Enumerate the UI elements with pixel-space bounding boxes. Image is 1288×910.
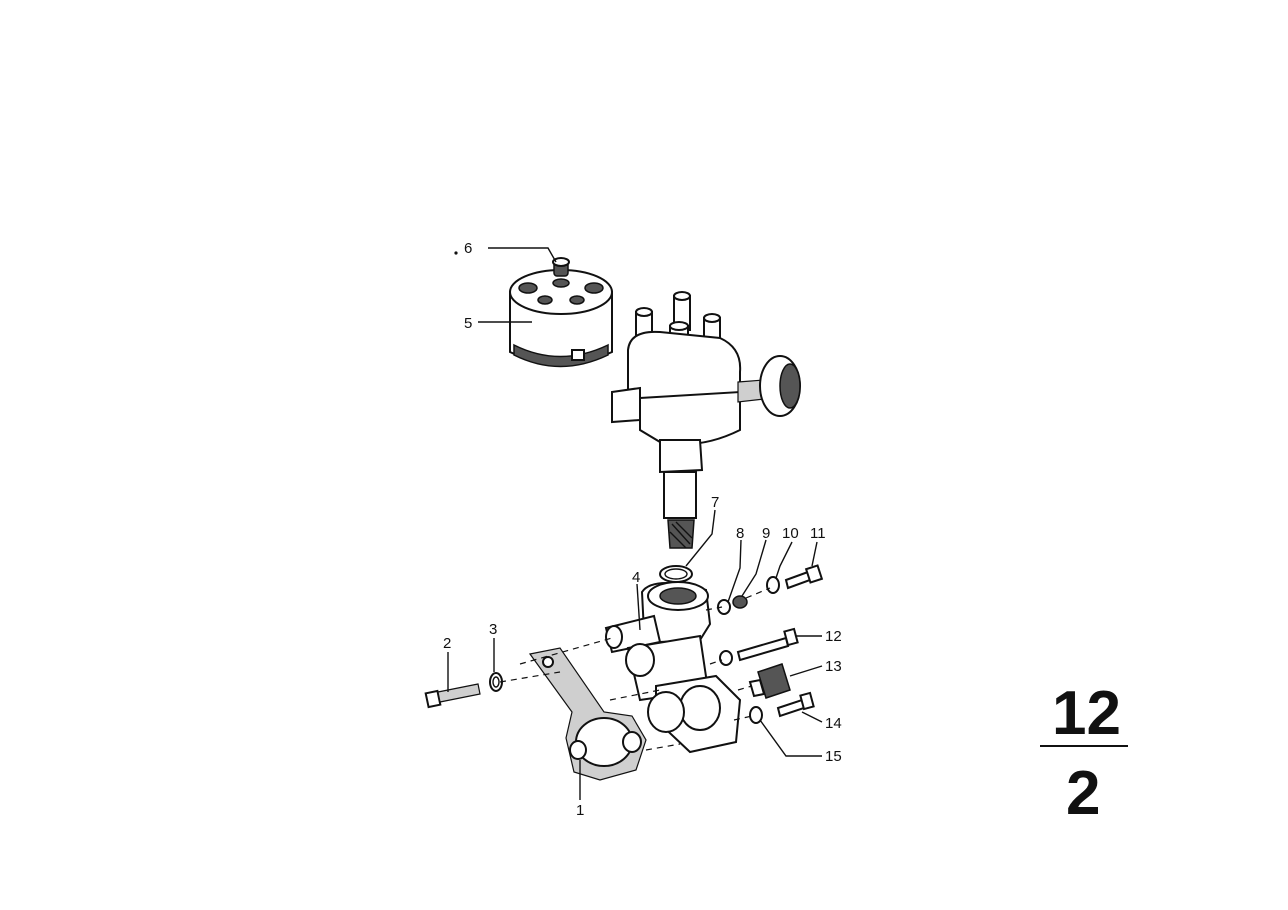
gasket [528,647,647,781]
bolt-14 [776,691,815,718]
washer-15 [749,706,763,724]
carbon-brush [552,257,570,277]
group-denominator: 2 [1066,759,1100,828]
sensor-13 [748,663,791,699]
callout-9: 9 [762,525,770,542]
bolt-12 [719,627,799,666]
callout-11: 11 [810,525,826,542]
callout-3: 3 [489,621,497,638]
distributor-housing [604,581,742,754]
callout-13: 13 [825,658,842,675]
callout-5: 5 [464,315,472,332]
callout-10: 10 [782,525,799,542]
bolt-2 [424,683,481,709]
callout-7: 7 [711,494,719,511]
callout-12: 12 [825,628,842,645]
callout-1: 1 [576,802,584,819]
callout-6: 6 [464,240,472,257]
group-number: 12 2 [1040,679,1128,828]
callout-8: 8 [736,525,744,542]
washer-10 [766,576,780,594]
nut-9 [732,595,748,609]
group-numerator: 12 [1052,679,1121,748]
callout-14: 14 [825,715,842,732]
distributor [611,291,801,549]
washer-8 [717,599,731,615]
o-ring-7 [659,565,693,583]
distributor-cap [509,269,613,368]
callout-15: 15 [825,748,842,765]
callout-2: 2 [443,635,451,652]
callout-4: 4 [632,569,640,586]
bolt-11 [784,564,824,590]
